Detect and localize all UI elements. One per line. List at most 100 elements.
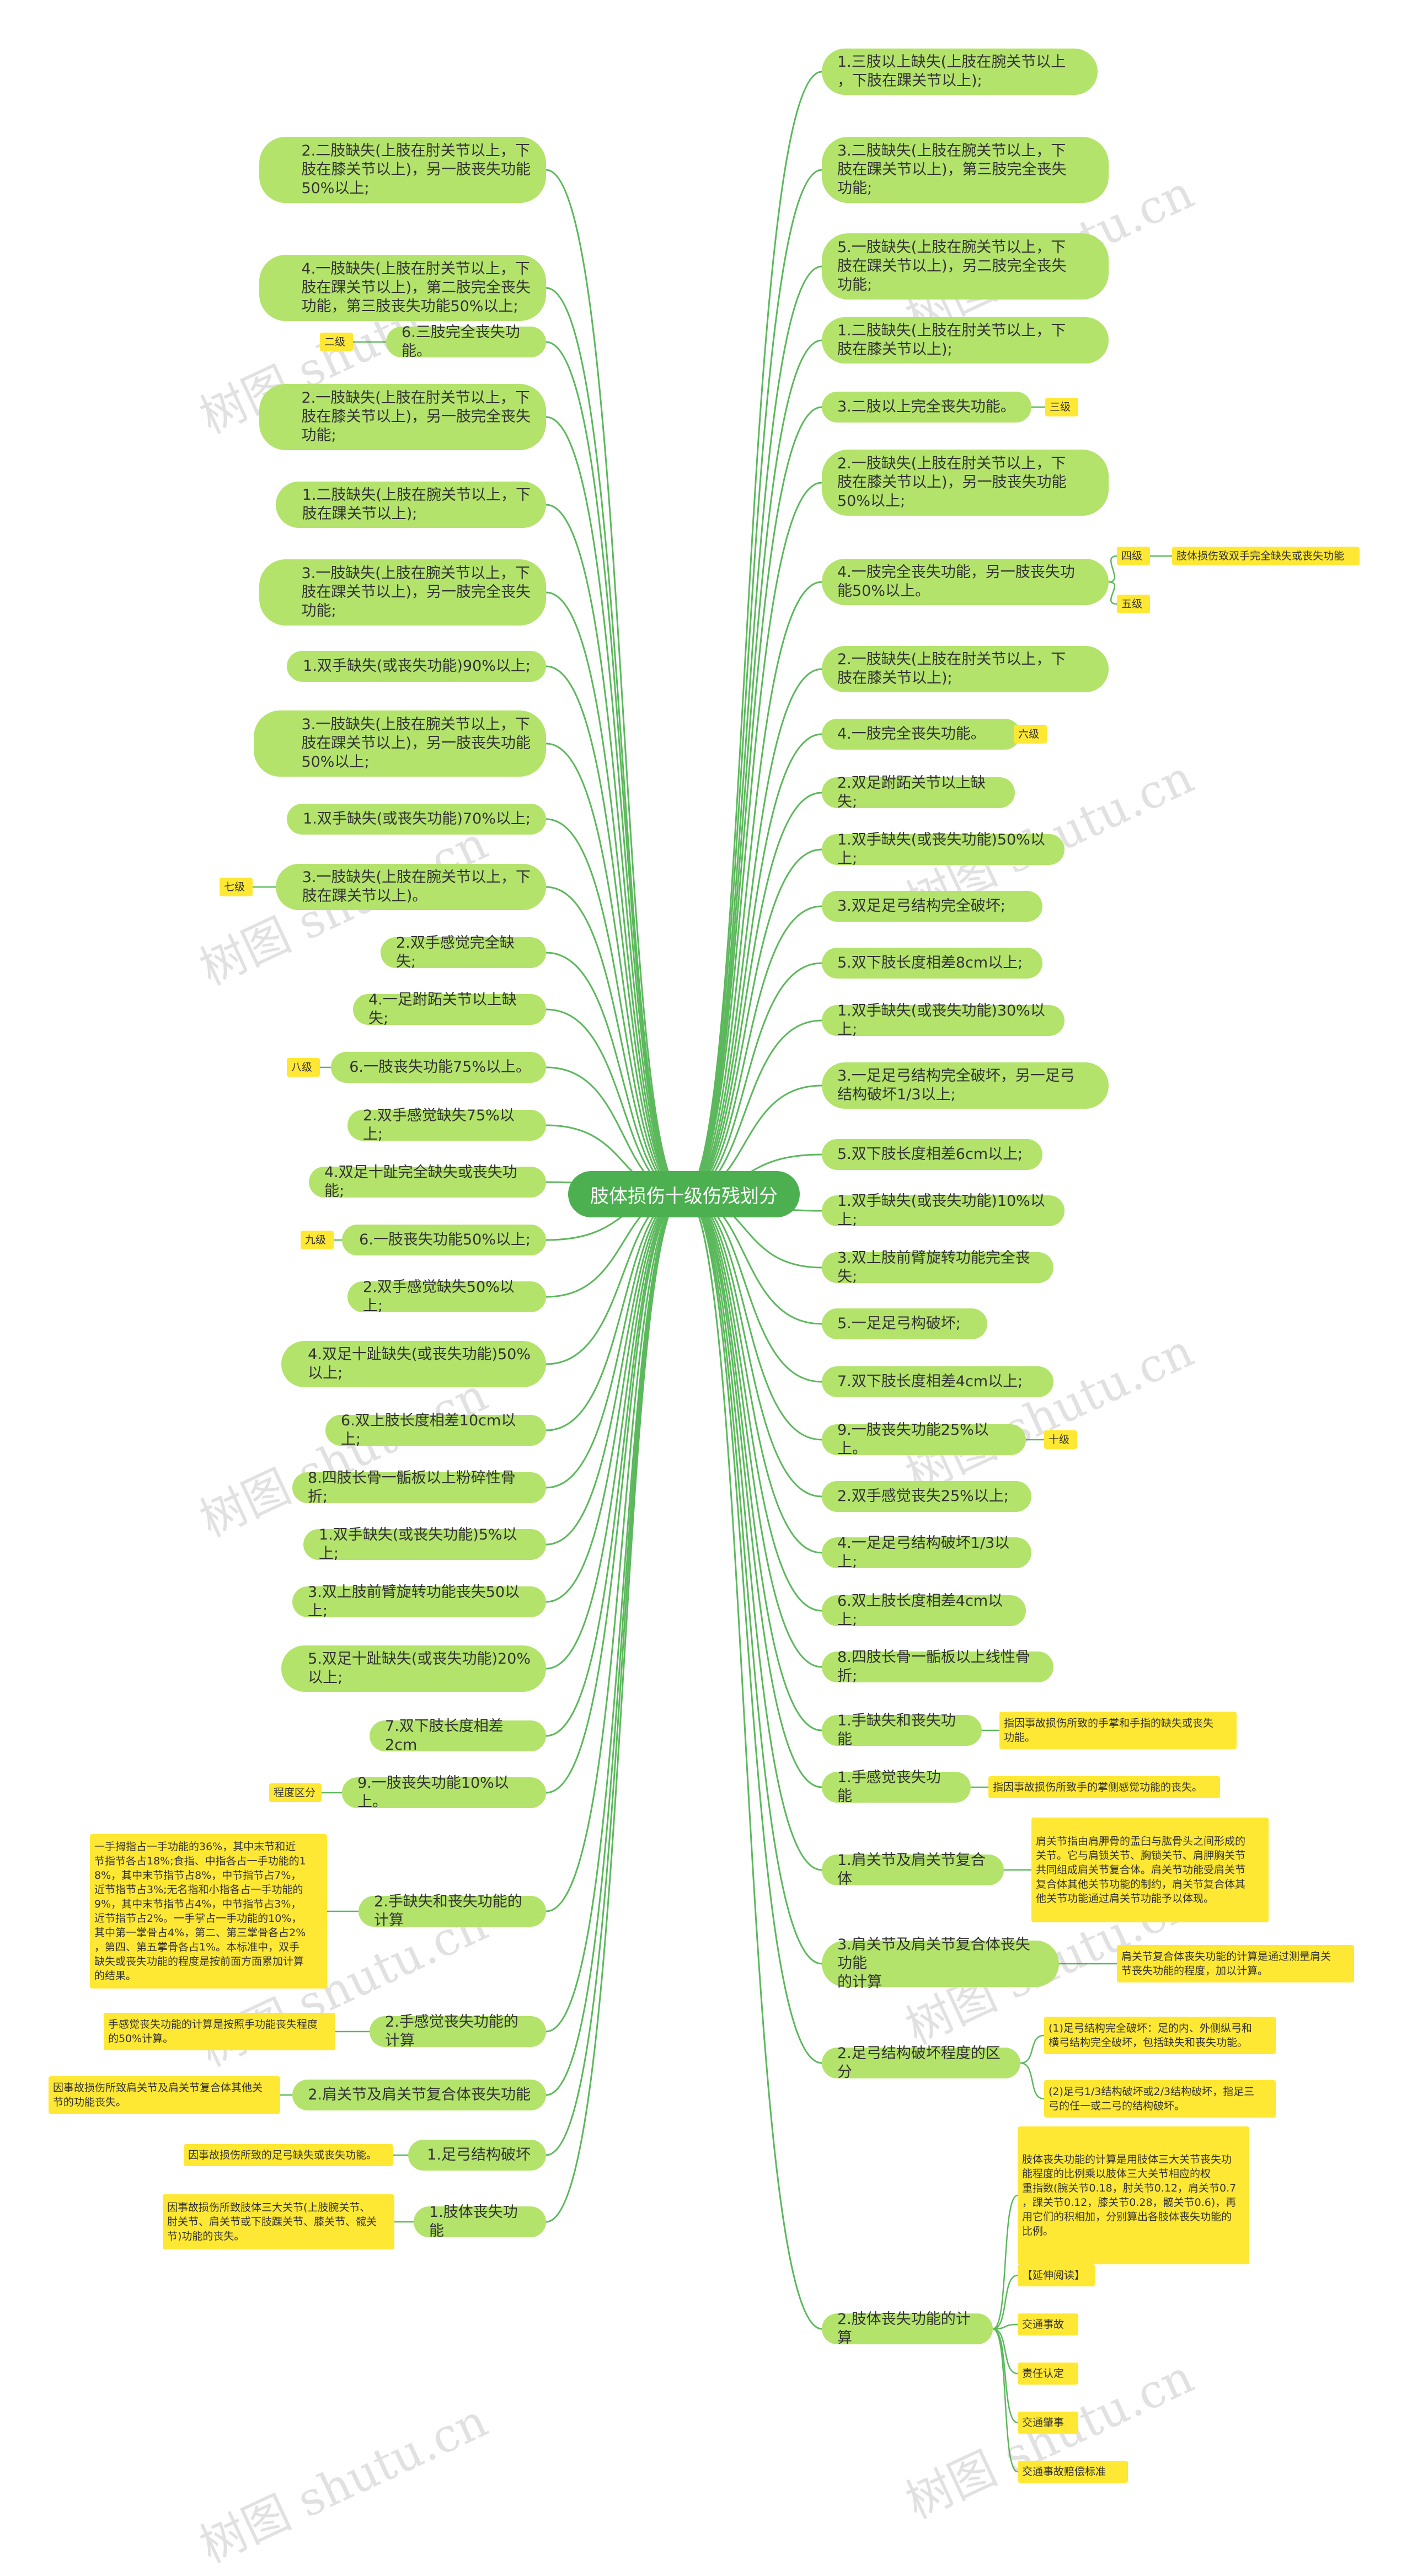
- level-tag[interactable]: 责任认定: [1018, 2363, 1078, 2385]
- branch-node-left[interactable]: 6.三肢完全丧失功能。: [386, 324, 546, 360]
- connector-line: [683, 339, 822, 1195]
- branch-node-right[interactable]: 3.一足足弓结构完全破坏，另一足弓 结构破坏1/3以上;: [822, 1062, 1109, 1109]
- level-tag[interactable]: 八级: [287, 1058, 320, 1077]
- branch-node-left[interactable]: 2.手缺失和丧失功能的计算: [359, 1893, 546, 1929]
- level-tag[interactable]: 指因事故损伤所致的手掌和手指的缺失或丧失 功能。: [999, 1712, 1237, 1749]
- branch-node-right[interactable]: 2.双足跗跖关节以上缺失;: [822, 774, 1015, 810]
- level-tag[interactable]: 四级: [1117, 547, 1150, 565]
- branch-node-right[interactable]: 2.肢体丧失功能的计算: [822, 2311, 993, 2347]
- branch-node-left[interactable]: 4.一足跗跖关节以上缺失;: [353, 991, 546, 1027]
- branch-node-right[interactable]: 5.双下肢长度相差8cm以上;: [822, 948, 1042, 979]
- level-tag[interactable]: 【延伸阅读】: [1018, 2264, 1095, 2286]
- branch-node-right[interactable]: 9.一肢丧失功能25%以上。: [822, 1421, 1026, 1457]
- level-tag[interactable]: 五级: [1117, 595, 1150, 613]
- branch-node-right[interactable]: 3.二肢以上完全丧失功能。: [822, 392, 1031, 423]
- branch-node-left[interactable]: 1.双手缺失(或丧失功能)90%以上;: [287, 651, 546, 682]
- branch-node-right[interactable]: 4.一肢完全丧失功能。: [822, 719, 1020, 750]
- level-tag-note[interactable]: 肢体损伤致双手完全缺失或丧失功能: [1172, 547, 1360, 565]
- connector-line: [683, 1193, 822, 1731]
- level-tag[interactable]: 因事故损伤所致肩关节及肩关节复合体其他关 节的功能丧失。: [49, 2076, 280, 2114]
- branch-node-left[interactable]: 2.手感觉丧失功能的计算: [370, 2013, 546, 2049]
- level-tag[interactable]: 程度区分: [269, 1783, 322, 1802]
- level-tag[interactable]: 肢体丧失功能的计算是用肢体三大关节丧失功 能程度的比例乘以肢体三大关节相应的权 …: [1018, 2126, 1249, 2264]
- branch-node-left[interactable]: 1.双手缺失(或丧失功能)5%以上;: [303, 1526, 546, 1562]
- level-tag[interactable]: 肩关节指由肩胛骨的盂臼与肱骨头之间形成的 关节。它与肩锁关节、胸锁关节、肩胛胸关…: [1031, 1818, 1269, 1922]
- branch-node-left[interactable]: 1.双手缺失(或丧失功能)70%以上;: [287, 804, 546, 835]
- branch-node-right[interactable]: 8.四肢长骨一骺板以上线性骨折;: [822, 1649, 1053, 1685]
- branch-node-left[interactable]: 2.双手感觉完全缺失;: [381, 934, 546, 970]
- level-tag[interactable]: 二级: [320, 333, 353, 351]
- branch-node-right[interactable]: 4.一足足弓结构破坏1/3以上;: [822, 1535, 1031, 1570]
- branch-node-left[interactable]: 6.双上肢长度相差10cm以上;: [325, 1412, 546, 1448]
- branch-node-left[interactable]: 3.一肢缺失(上肢在腕关节以上，下 肢在踝关节以上)，另一肢完全丧失 功能;: [259, 559, 546, 626]
- branch-node-right[interactable]: 2.足弓结构破坏程度的区分: [822, 2045, 1020, 2081]
- branch-node-right[interactable]: 5.一足足弓构破坏;: [822, 1308, 987, 1339]
- branch-node-right[interactable]: 2.一肢缺失(上肢在肘关节以上，下 肢在膝关节以上)，另一肢丧失功能 50%以上…: [822, 450, 1109, 516]
- level-tag[interactable]: 交通肇事: [1018, 2412, 1078, 2434]
- branch-node-right[interactable]: 1.双手缺失(或丧失功能)10%以上;: [822, 1193, 1065, 1228]
- level-tag[interactable]: 交通事故: [1018, 2313, 1078, 2335]
- branch-node-right[interactable]: 3.肩关节及肩关节复合体丧失功能 的计算: [822, 1936, 1059, 1991]
- level-tag[interactable]: 指因事故损伤所致手的掌侧感觉功能的丧失。: [988, 1776, 1220, 1798]
- branch-node-right[interactable]: 3.二肢缺失(上肢在腕关节以上，下 肢在踝关节以上)，第三肢完全丧失 功能;: [822, 137, 1109, 203]
- branch-node-right[interactable]: 1.三肢以上缺失(上肢在腕关节以上 ，下肢在踝关节以上);: [822, 49, 1098, 95]
- level-tag[interactable]: 肩关节复合体丧失功能的计算是通过测量肩关 节丧失功能的程度，加以计算。: [1117, 1945, 1354, 1982]
- level-tag[interactable]: (1)足弓结构完全破坏：足的内、外侧纵弓和 横弓结构完全破坏，包括缺失和丧失功能…: [1044, 2017, 1276, 2054]
- branch-node-left[interactable]: 9.一肢丧失功能10%以上。: [342, 1775, 546, 1810]
- branch-node-right[interactable]: 5.一肢缺失(上肢在腕关节以上，下 肢在踝关节以上)，另二肢完全丧失 功能;: [822, 233, 1109, 300]
- root-node[interactable]: 肢体损伤十级伤残划分: [568, 1171, 800, 1217]
- level-tag[interactable]: 九级: [301, 1231, 334, 1249]
- connector-line: [545, 1193, 684, 1912]
- branch-node-left[interactable]: 2.二肢缺失(上肢在肘关节以上，下 肢在膝关节以上)，另一肢丧失功能 50%以上…: [259, 137, 546, 203]
- connector-line: [683, 792, 822, 1195]
- branch-node-right[interactable]: 1.双手缺失(或丧失功能)30%以上;: [822, 1002, 1065, 1038]
- branch-node-left[interactable]: 1.二肢缺失(上肢在腕关节以上，下 肢在踝关节以上);: [276, 482, 546, 528]
- branch-node-right[interactable]: 1.手缺失和丧失功能: [822, 1712, 982, 1748]
- branch-node-left[interactable]: 1.足弓结构破坏: [408, 2140, 546, 2171]
- branch-node-right[interactable]: 3.双上肢前臂旋转功能完全丧失;: [822, 1249, 1053, 1285]
- level-tag[interactable]: 十级: [1044, 1430, 1077, 1449]
- branch-node-right[interactable]: 7.双下肢长度相差4cm以上;: [822, 1366, 1053, 1397]
- connector-line: [545, 591, 684, 1195]
- branch-node-left[interactable]: 4.一肢缺失(上肢在肘关节以上，下 肢在踝关节以上)，第二肢完全丧失 功能，第三…: [259, 255, 546, 321]
- branch-node-left[interactable]: 2.肩关节及肩关节复合体丧失功能: [292, 2080, 546, 2110]
- branch-node-left[interactable]: 3.一肢缺失(上肢在腕关节以上，下 肢在踝关节以上)，另一肢丧失功能 50%以上…: [254, 710, 546, 777]
- branch-node-left[interactable]: 8.四肢长骨一骺板以上粉碎性骨折;: [292, 1469, 546, 1505]
- level-tag[interactable]: 手感觉丧失功能的计算是按照手功能丧失程度 的50%计算。: [104, 2013, 335, 2050]
- level-tag[interactable]: 一手拇指占一手功能的36%，其中末节和近 节指节各占18%;食指、中指各占一手功…: [90, 1834, 327, 1989]
- branch-node-left[interactable]: 2.双手感觉缺失75%以上;: [347, 1107, 546, 1143]
- level-tag[interactable]: 因事故损伤所致的足弓缺失或丧失功能。: [184, 2144, 393, 2166]
- branch-node-right[interactable]: 3.双足足弓结构完全破坏;: [822, 891, 1042, 922]
- connector-line: [545, 1193, 684, 2223]
- branch-node-right[interactable]: 6.双上肢长度相差4cm以上;: [822, 1592, 1026, 1628]
- branch-node-right[interactable]: 1.手感觉丧失功能: [822, 1769, 971, 1805]
- branch-node-left[interactable]: 2.一肢缺失(上肢在肘关节以上，下 肢在膝关节以上)，另一肢完全丧失 功能;: [259, 384, 546, 450]
- branch-node-left[interactable]: 2.双手感觉缺失50%以上;: [347, 1279, 546, 1314]
- branch-node-left[interactable]: 3.一肢缺失(上肢在腕关节以上，下 肢在踝关节以上)。: [276, 864, 546, 910]
- branch-node-right[interactable]: 1.双手缺失(或丧失功能)50%以上;: [822, 831, 1065, 867]
- branch-node-left[interactable]: 6.一肢丧失功能75%以上。: [331, 1052, 546, 1083]
- connector-line: [683, 1193, 822, 2064]
- branch-node-left[interactable]: 3.双上肢前臂旋转功能丧失50以上;: [292, 1584, 546, 1620]
- connector-line: [683, 1193, 822, 1965]
- branch-node-right[interactable]: 1.二肢缺失(上肢在肘关节以上，下 肢在膝关节以上);: [822, 317, 1109, 364]
- branch-node-left[interactable]: 1.肢体丧失功能: [414, 2204, 546, 2240]
- branch-node-left[interactable]: 4.双足十趾完全缺失或丧失功能;: [309, 1164, 546, 1200]
- branch-node-right[interactable]: 5.双下肢长度相差6cm以上;: [822, 1139, 1042, 1170]
- level-tag[interactable]: (2)足弓1/3结构破坏或2/3结构破坏，指足三 弓的任一或二弓的结构破坏。: [1044, 2080, 1276, 2118]
- branch-node-left[interactable]: 7.双下肢长度相差2cm: [370, 1718, 546, 1754]
- level-tag[interactable]: 因事故损伤所致肢体三大关节(上肢腕关节、 肘关节、肩关节或下肢踝关节、膝关节、髋…: [163, 2194, 394, 2249]
- branch-node-right[interactable]: 4.一肢完全丧失功能，另一肢丧失功 能50%以上。: [822, 559, 1109, 605]
- level-tag[interactable]: 三级: [1045, 398, 1078, 416]
- branch-node-right[interactable]: 2.双手感觉丧失25%以上;: [822, 1481, 1031, 1512]
- level-tag[interactable]: 交通事故赔偿标准: [1018, 2461, 1128, 2483]
- branch-node-right[interactable]: 2.一肢缺失(上肢在肘关节以上，下 肢在膝关节以上);: [822, 646, 1109, 692]
- branch-node-right[interactable]: 1.肩关节及肩关节复合体: [822, 1852, 1004, 1888]
- level-tag[interactable]: 七级: [220, 878, 253, 896]
- connector-line: [683, 169, 822, 1195]
- branch-node-left[interactable]: 5.双足十趾缺失(或丧失功能)20% 以上;: [281, 1645, 546, 1692]
- branch-node-left[interactable]: 6.一肢丧失功能50%以上;: [342, 1225, 546, 1255]
- level-tag[interactable]: 六级: [1014, 725, 1047, 744]
- branch-node-left[interactable]: 4.双足十趾缺失(或丧失功能)50% 以上;: [281, 1341, 546, 1387]
